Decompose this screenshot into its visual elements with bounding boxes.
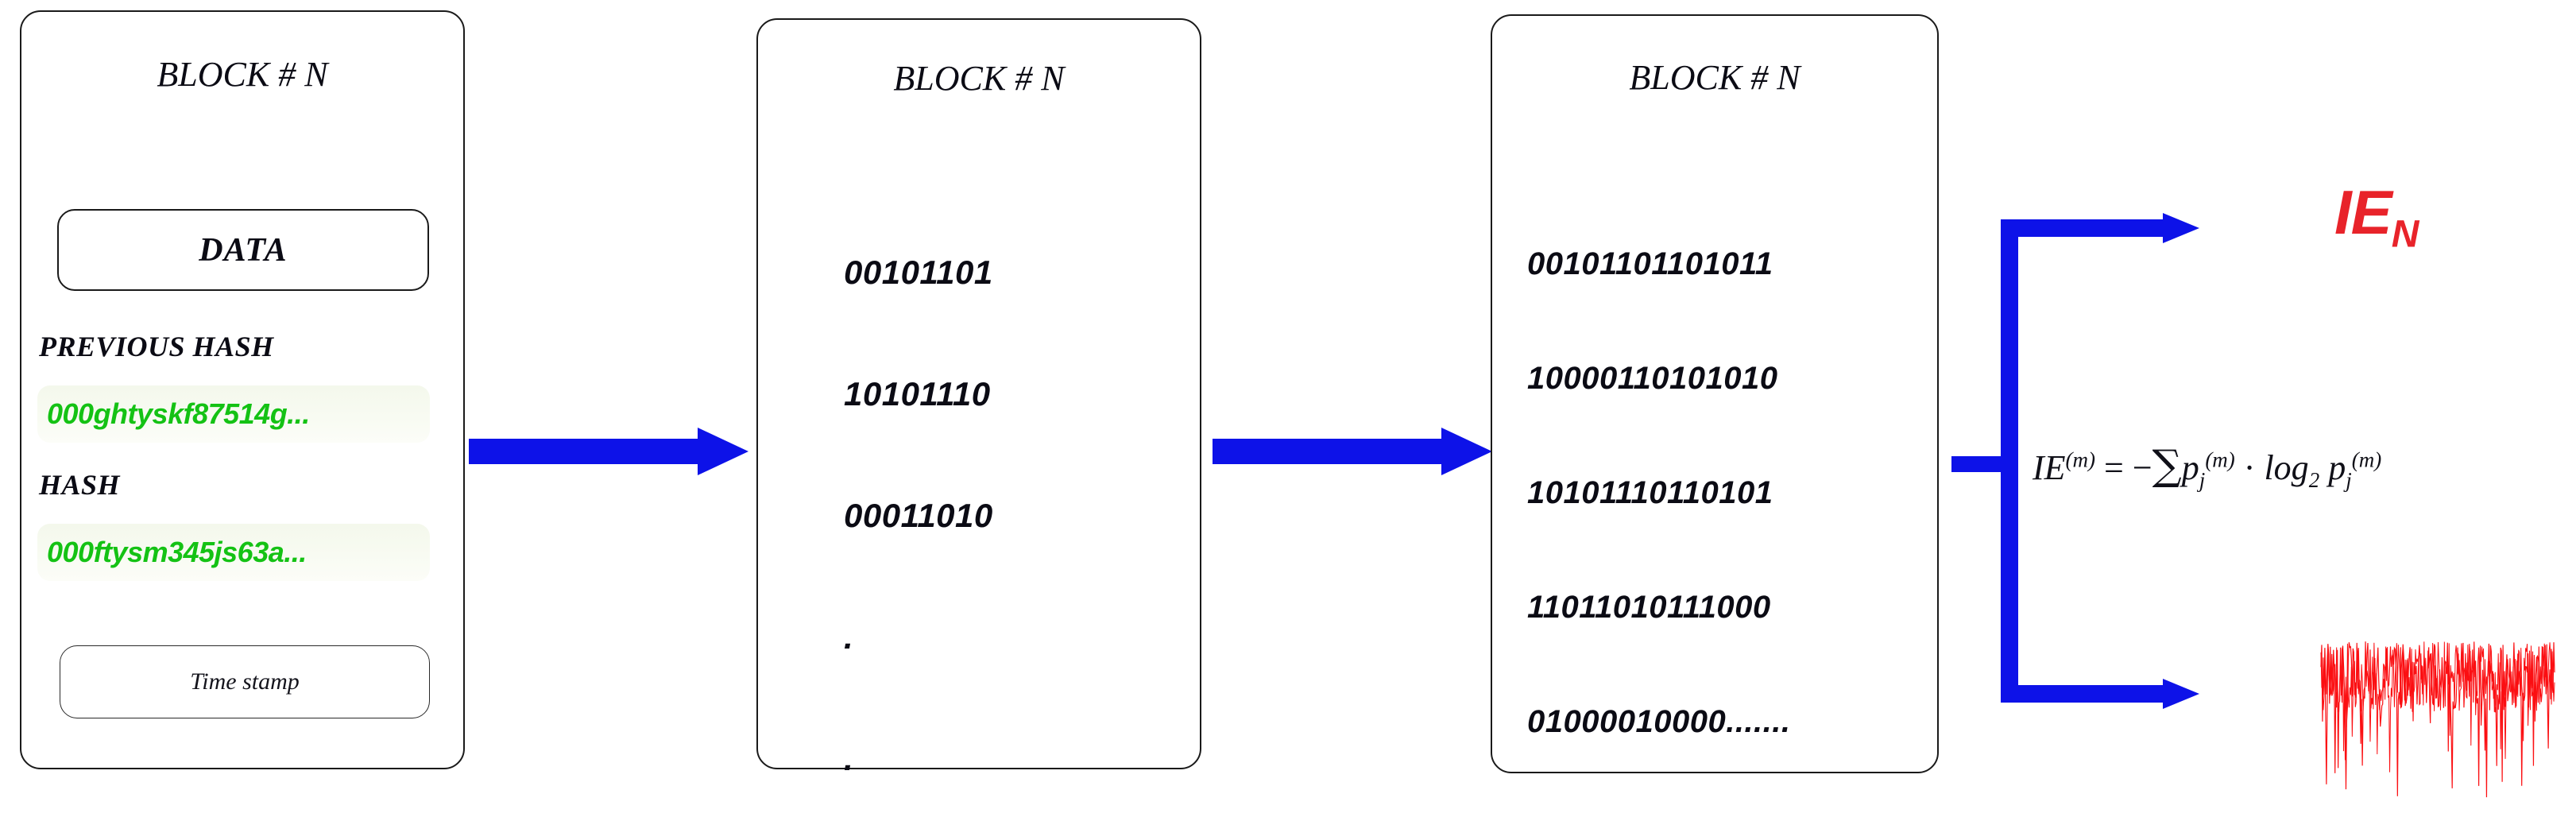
timestamp-label: Time stamp [190, 668, 300, 695]
timestamp-box: Time stamp [60, 645, 430, 718]
bit-line-ellipsis: ............................ [1527, 817, 1791, 821]
formula-sigma: ∑ [2152, 442, 2182, 490]
block2-title: BLOCK # N [893, 59, 1065, 98]
formula-log-base: 2 [2308, 467, 2320, 492]
block-card-1: BLOCK # N DATA PREVIOUS HASH 000ghtyskf8… [20, 10, 465, 769]
previous-hash-label: PREVIOUS HASH [39, 331, 274, 362]
bit-line: 00101101 [844, 254, 993, 291]
formula-dot-operator: · [2243, 448, 2256, 487]
formula-p-first: p [2181, 448, 2199, 487]
formula-equals: = [2104, 448, 2124, 487]
bit-line: 11011010111000 [1527, 590, 1771, 625]
data-box-label: DATA [199, 231, 288, 269]
formula-lhs-superscript: (m) [2065, 447, 2096, 472]
entropy-formula: IE(m) = −∑pj(m) · log2 pj(m) [2033, 442, 2381, 493]
hash-label: HASH [39, 469, 121, 501]
bit-line: 01000010000....... [1527, 704, 1791, 739]
previous-hash-value: 000ghtyskf87514g... [47, 397, 310, 430]
bit-line: 00011010 [844, 497, 993, 534]
formula-lhs: IE [2033, 448, 2066, 487]
bit-line: 10000110101010 [1527, 361, 1778, 396]
formula-p-first-superscript: (m) [2205, 447, 2235, 472]
arrow-block3-branch [1951, 213, 2199, 709]
entropy-label-main: IE [2334, 177, 2392, 247]
formula-p-first-subscript: j [2199, 467, 2206, 492]
arrow-block1-to-block2 [469, 428, 748, 475]
formula-p-second-subscript: j [2346, 467, 2352, 492]
entropy-label-sub: N [2391, 213, 2419, 256]
block-card-3: BLOCK # N 00101101101011 10000110101010 … [1491, 14, 1939, 821]
formula-minus: − [2132, 448, 2152, 487]
hash-pill: 000ftysm345js63a... [37, 524, 430, 581]
noise-signal-plot [2320, 641, 2555, 798]
entropy-output-label: IEN [2334, 176, 2419, 257]
bit-line: 10101110110101 [1527, 475, 1773, 510]
formula-log: log [2264, 448, 2309, 487]
bit-line: . [844, 618, 854, 656]
block1-title: BLOCK # N [157, 55, 328, 94]
formula-p-second-superscript: (m) [2351, 447, 2382, 472]
hash-value: 000ftysm345js63a... [47, 536, 307, 568]
data-box: DATA [57, 209, 429, 291]
formula-p-second: p [2328, 448, 2346, 487]
arrow-block2-to-block3 [1213, 428, 1492, 475]
block3-bit-stream: 00101101101011 10000110101010 1010111011… [1527, 168, 1791, 821]
block3-title: BLOCK # N [1629, 58, 1800, 97]
bit-line: 00101101101011 [1527, 246, 1773, 281]
block-card-2: BLOCK # N 00101101 10101110 00011010 . .… [756, 18, 1201, 777]
block2-bit-stream: 00101101 10101110 00011010 . . . . 11001… [844, 171, 1000, 821]
bit-line: . [844, 740, 854, 777]
previous-hash-pill: 000ghtyskf87514g... [37, 385, 430, 443]
bit-line: 10101110 [844, 375, 991, 412]
